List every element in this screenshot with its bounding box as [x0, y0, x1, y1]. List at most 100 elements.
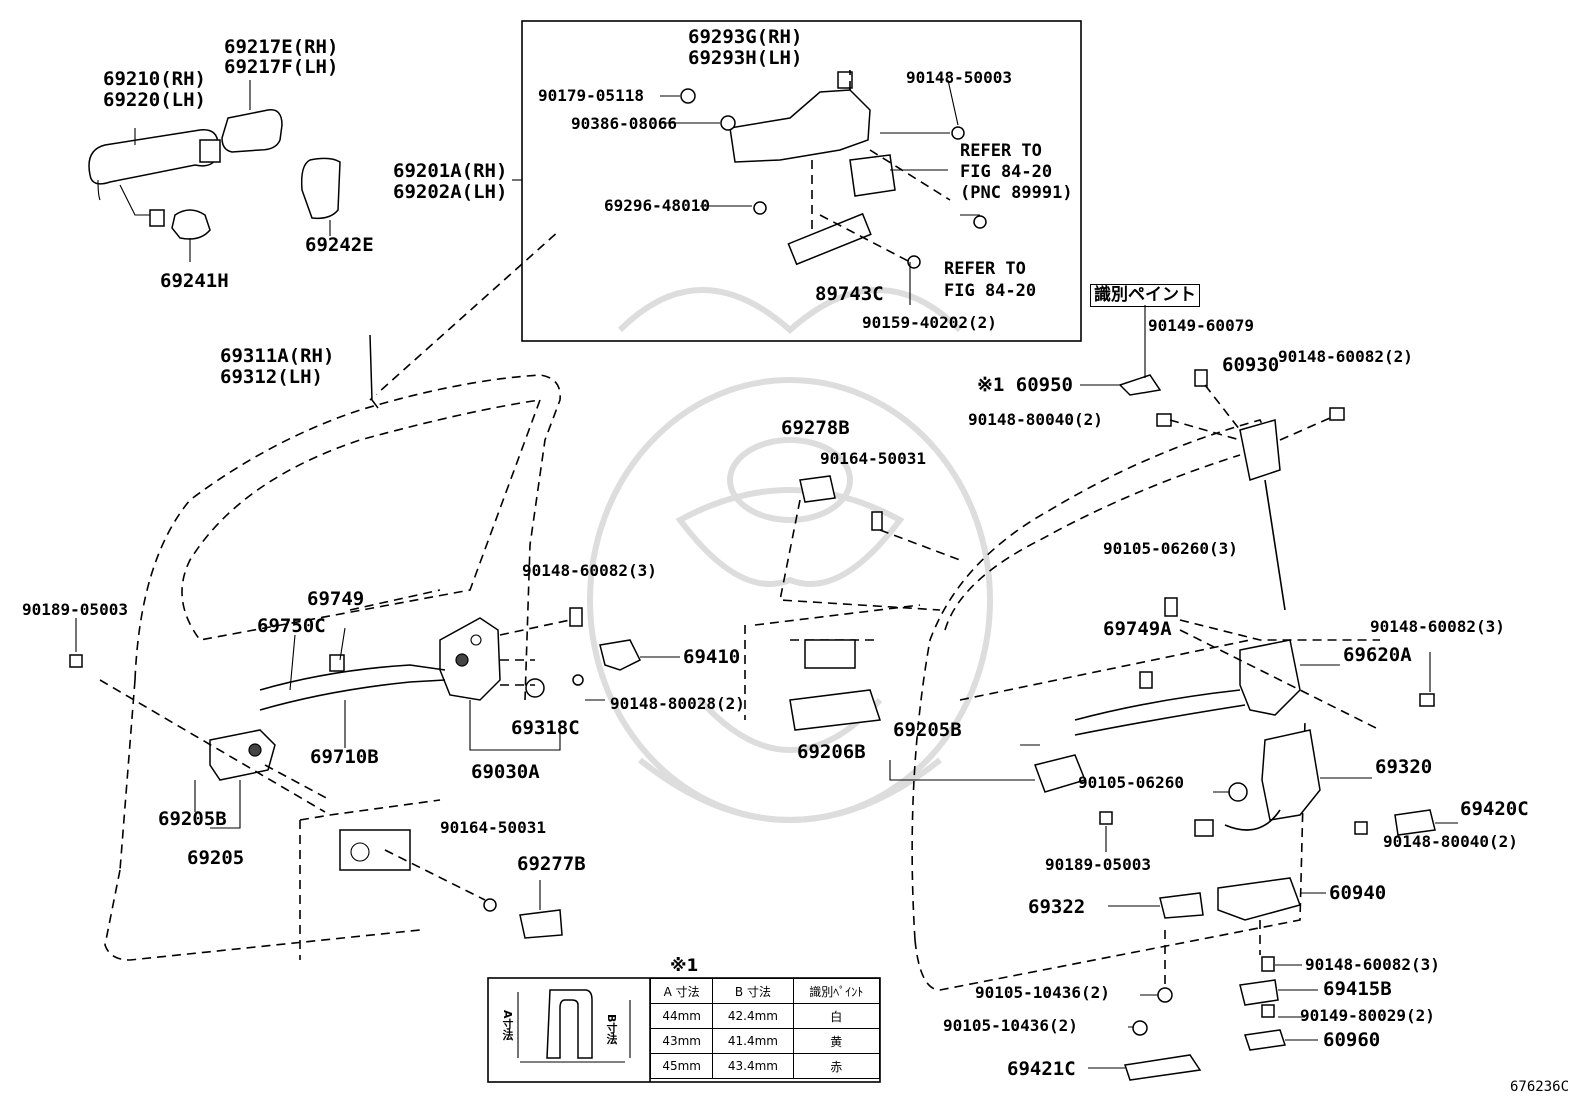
label-69749A: 69749A — [1103, 618, 1172, 640]
plate-69322 — [1159, 892, 1204, 919]
part-69410 — [599, 639, 642, 671]
table-header: A 寸法 — [649, 978, 714, 1004]
table-row: 44mm 42.4mm 白 — [649, 1003, 881, 1029]
left-door-outline — [104, 374, 561, 961]
label-60930: 60930 — [1222, 354, 1280, 376]
label-90105-10436b: 90105-10436(2) — [943, 1016, 1078, 1035]
label-90189-05003b: 90189-05003 — [1045, 855, 1151, 874]
label-69030A: 69030A — [471, 761, 540, 783]
dash — [1164, 920, 1261, 985]
screw — [753, 201, 767, 215]
nut-90105 — [1132, 1020, 1148, 1036]
bolt — [569, 607, 583, 627]
label-69201A: 69201A(RH) — [393, 160, 508, 182]
label-69278B: 69278B — [781, 417, 850, 439]
right-door-outline — [911, 419, 1306, 991]
label-90189-05003a: 90189-05003 — [22, 600, 128, 619]
label-69318C: 69318C — [511, 717, 580, 739]
table-row: 45mm 43.4mm 赤 — [649, 1053, 881, 1079]
bolt — [1261, 1004, 1275, 1018]
label-90159: 90159-40202(2) — [862, 313, 997, 332]
figure-number: 676236C — [1510, 1079, 1570, 1095]
table-caption: ※1 — [670, 956, 699, 976]
screw-90164 — [871, 511, 883, 531]
paint-dimension-table: A 寸法 B 寸法 識別ﾍﾟｲﾝﾄ 44mm 42.4mm 白 43mm 41.… — [649, 978, 881, 1079]
label-69217F: 69217F(LH) — [224, 56, 339, 78]
dash — [1169, 384, 1331, 441]
latch-69030A — [439, 617, 501, 701]
leaders — [194, 780, 241, 829]
label-90149-60079: 90149-60079 — [1148, 316, 1254, 335]
wire — [1224, 809, 1281, 831]
bolt — [1261, 956, 1275, 972]
label-69210: 69210(RH) — [103, 68, 206, 90]
grommet-69318C — [525, 678, 545, 698]
label-90148-80040-2b: 90148-80040(2) — [1383, 832, 1518, 851]
latch-60940 — [1217, 877, 1301, 921]
striker-69420C — [1394, 809, 1436, 836]
label-90386: 90386-08066 — [571, 114, 677, 133]
label-69206B: 69206B — [797, 741, 866, 763]
label-refer2a: REFER TO — [944, 259, 1026, 279]
label-90164-50031b: 90164-50031 — [440, 818, 546, 837]
handle-69205B — [1034, 754, 1087, 793]
label-69415B: 69415B — [1323, 978, 1392, 1000]
paint-tag: 識別ペイント — [1090, 284, 1200, 307]
part-69415B — [1239, 979, 1279, 1006]
label-69205: 69205 — [187, 847, 245, 869]
watermark-emblem — [587, 287, 993, 823]
inside-handle-69205 — [209, 729, 276, 781]
label-90148-60082-2: 90148-60082(2) — [1278, 347, 1413, 366]
label-69293G: 69293G(RH) — [688, 26, 803, 48]
bolt-90148 — [1156, 413, 1172, 427]
dash — [99, 679, 331, 813]
label-69620A: 69620A — [1343, 644, 1412, 666]
table-cell: 44mm — [649, 1003, 714, 1029]
label-90148-80040-2a: 90148-80040(2) — [968, 410, 1103, 429]
table-cell: 白 — [792, 1003, 881, 1029]
table-header: B 寸法 — [712, 978, 794, 1004]
leaders — [1128, 994, 1158, 1028]
clip-90189 — [1099, 811, 1113, 825]
bolt-90105 — [1164, 597, 1178, 617]
table-header-row: A 寸法 B 寸法 識別ﾍﾟｲﾝﾄ — [649, 978, 881, 1004]
table-cell: 赤 — [792, 1053, 881, 1079]
latch-69620A — [1239, 639, 1301, 716]
label-90105-10436a: 90105-10436(2) — [975, 983, 1110, 1002]
screw — [951, 126, 965, 140]
label-69420C: 69420C — [1460, 798, 1529, 820]
label-69241H: 69241H — [160, 270, 229, 292]
cable-69710B — [259, 679, 446, 711]
rod — [1264, 479, 1286, 611]
inset-leaders — [660, 79, 980, 305]
label-refer2b: FIG 84-20 — [944, 281, 1037, 301]
dash — [779, 499, 961, 611]
label-69205Ba: 69205B — [158, 808, 227, 830]
label-69293H: 69293H(LH) — [688, 47, 803, 69]
bolt-90148 — [1354, 821, 1368, 835]
label-69750C: 69750C — [257, 615, 326, 637]
label-69202A: 69202A(LH) — [393, 181, 508, 203]
table-cell: 43.4mm — [712, 1053, 794, 1079]
label-69277B: 69277B — [517, 853, 586, 875]
rod-69311A — [369, 334, 379, 409]
screw — [572, 674, 584, 686]
table-cell: 41.4mm — [712, 1028, 794, 1054]
label-90105-06260: 90105-06260 — [1078, 773, 1184, 792]
label-89743C: 89743C — [815, 283, 884, 305]
label-69322: 69322 — [1028, 896, 1086, 918]
screw — [907, 255, 921, 269]
dash — [499, 619, 571, 686]
handle-pad-69241H — [171, 209, 211, 240]
label-69220: 69220(LH) — [103, 89, 206, 111]
dim-a-label: A寸法 — [501, 1010, 514, 1041]
opening — [804, 639, 856, 669]
rod-dash — [369, 229, 561, 401]
cables-right — [1074, 689, 1246, 736]
label-69410: 69410 — [683, 646, 741, 668]
label-60940: 60940 — [1329, 882, 1387, 904]
label-69205Bb: 69205B — [893, 719, 962, 741]
label-90148-50003: 90148-50003 — [906, 68, 1012, 87]
table-cell: 42.4mm — [712, 1003, 794, 1029]
